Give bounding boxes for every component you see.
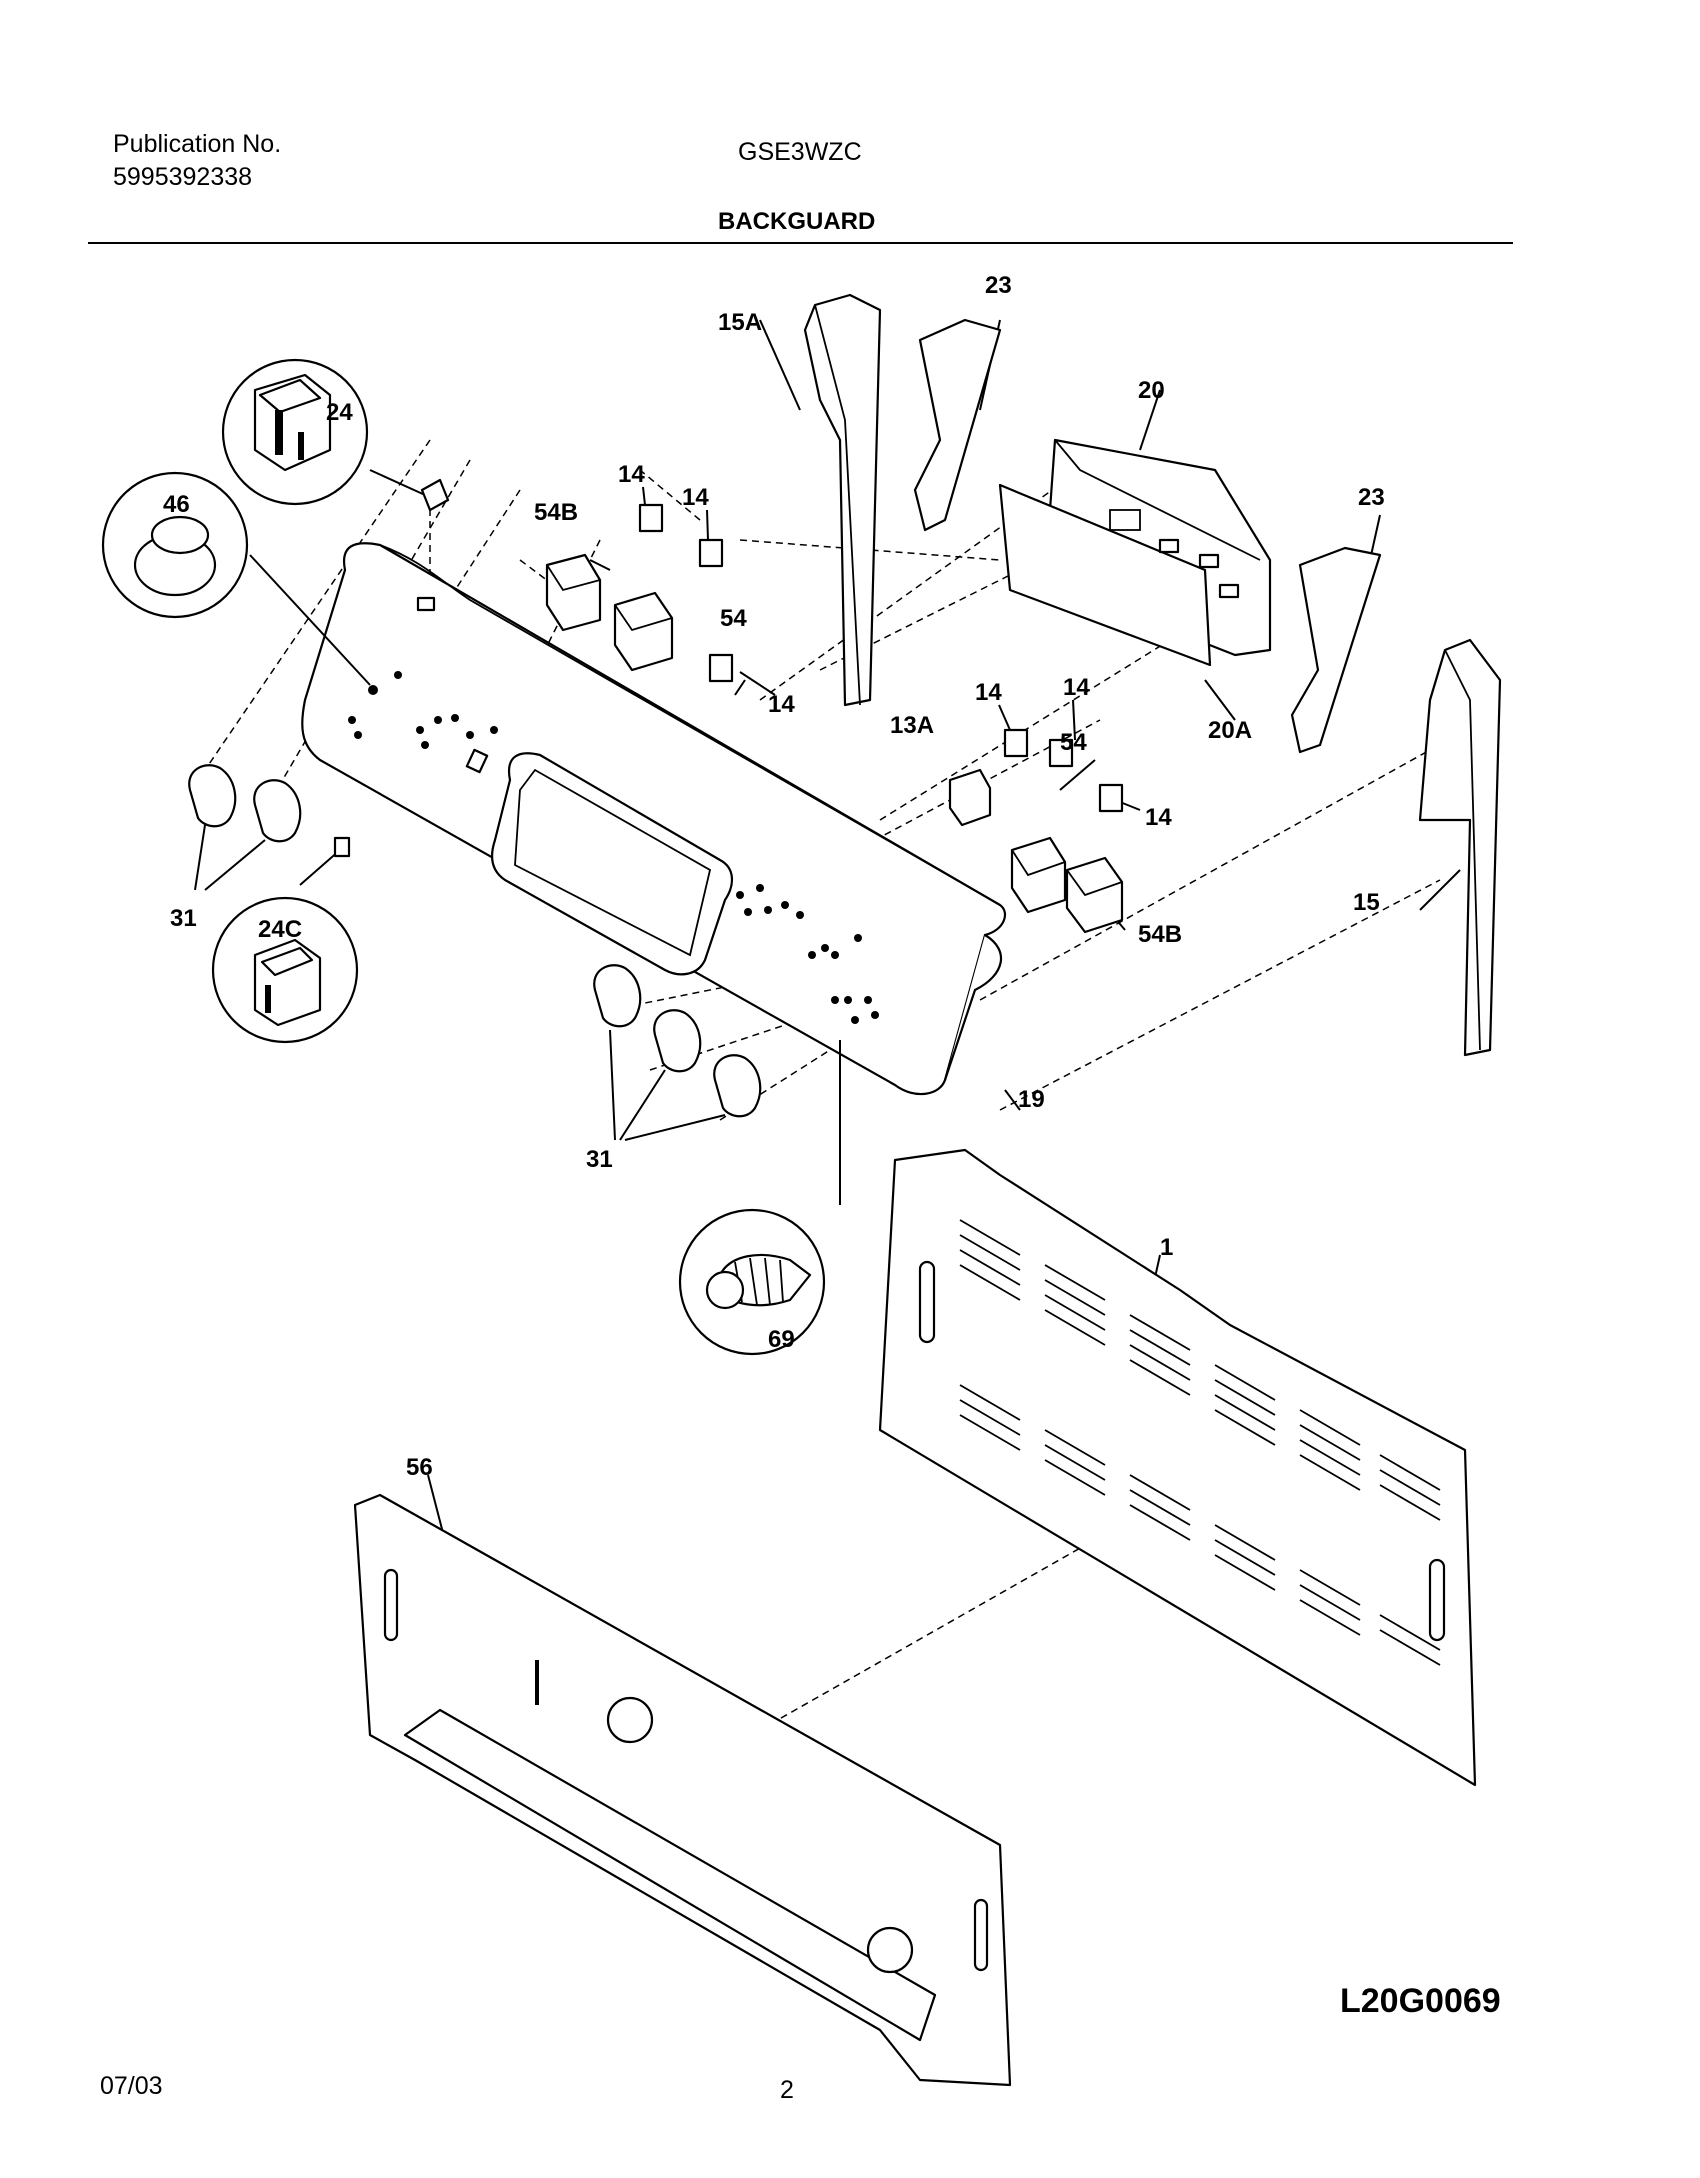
callout-69: 69 bbox=[768, 1326, 795, 1353]
callout-15a: 15A bbox=[718, 309, 762, 336]
backguard-panel bbox=[301, 542, 1007, 1096]
callout-1: 1 bbox=[1160, 1234, 1173, 1261]
footer-date: 07/03 bbox=[100, 2072, 163, 2100]
callout-14-b: 14 bbox=[682, 484, 709, 511]
callout-54b-a: 54B bbox=[534, 499, 578, 526]
model-number: GSE3WZC bbox=[738, 138, 862, 166]
callout-14-e: 14 bbox=[1063, 674, 1090, 701]
drawing-number: L20G0069 bbox=[1340, 1982, 1501, 2020]
callout-15: 15 bbox=[1353, 889, 1380, 916]
publication-number: 5995392338 bbox=[113, 163, 253, 191]
callout-14-a: 14 bbox=[618, 461, 645, 488]
callout-54-b: 54 bbox=[1060, 729, 1087, 756]
callout-20: 20 bbox=[1138, 377, 1165, 404]
callout-24: 24 bbox=[326, 399, 353, 426]
callout-24c: 24C bbox=[258, 916, 302, 943]
callout-31-b: 31 bbox=[586, 1146, 613, 1173]
switch-components bbox=[545, 503, 1124, 934]
callout-14-c: 14 bbox=[768, 691, 795, 718]
callout-54b-b: 54B bbox=[1138, 921, 1182, 948]
callout-19: 19 bbox=[1018, 1086, 1045, 1113]
callout-46: 46 bbox=[163, 491, 190, 518]
callout-23-a: 23 bbox=[985, 272, 1012, 299]
clock-control bbox=[998, 438, 1272, 667]
callout-56: 56 bbox=[406, 1454, 433, 1481]
inset-24c-switch bbox=[211, 836, 359, 1044]
callout-14-f: 14 bbox=[1145, 804, 1172, 831]
rear-panel bbox=[878, 1148, 1477, 1787]
callout-54-a: 54 bbox=[720, 605, 747, 632]
inset-46-knob bbox=[101, 471, 249, 619]
callout-labels: 1 13A 14 14 14 14 14 14 15 15A 19 20 20A… bbox=[163, 272, 1385, 1481]
callout-31-a: 31 bbox=[170, 905, 197, 932]
side-trims bbox=[803, 293, 1502, 1057]
header-rule bbox=[88, 242, 1513, 244]
inset-24-switch bbox=[221, 358, 450, 512]
publication-label: Publication No. bbox=[113, 130, 282, 158]
control-knobs bbox=[188, 764, 762, 1118]
callout-14-d: 14 bbox=[975, 679, 1002, 706]
lower-trim bbox=[353, 1493, 1012, 2087]
callout-13a: 13A bbox=[890, 712, 934, 739]
page-number: 2 bbox=[780, 2076, 794, 2104]
callout-23-b: 23 bbox=[1358, 484, 1385, 511]
section-title: BACKGUARD bbox=[718, 208, 876, 235]
inset-69-screw bbox=[678, 1208, 826, 1356]
callout-20a: 20A bbox=[1208, 717, 1252, 744]
